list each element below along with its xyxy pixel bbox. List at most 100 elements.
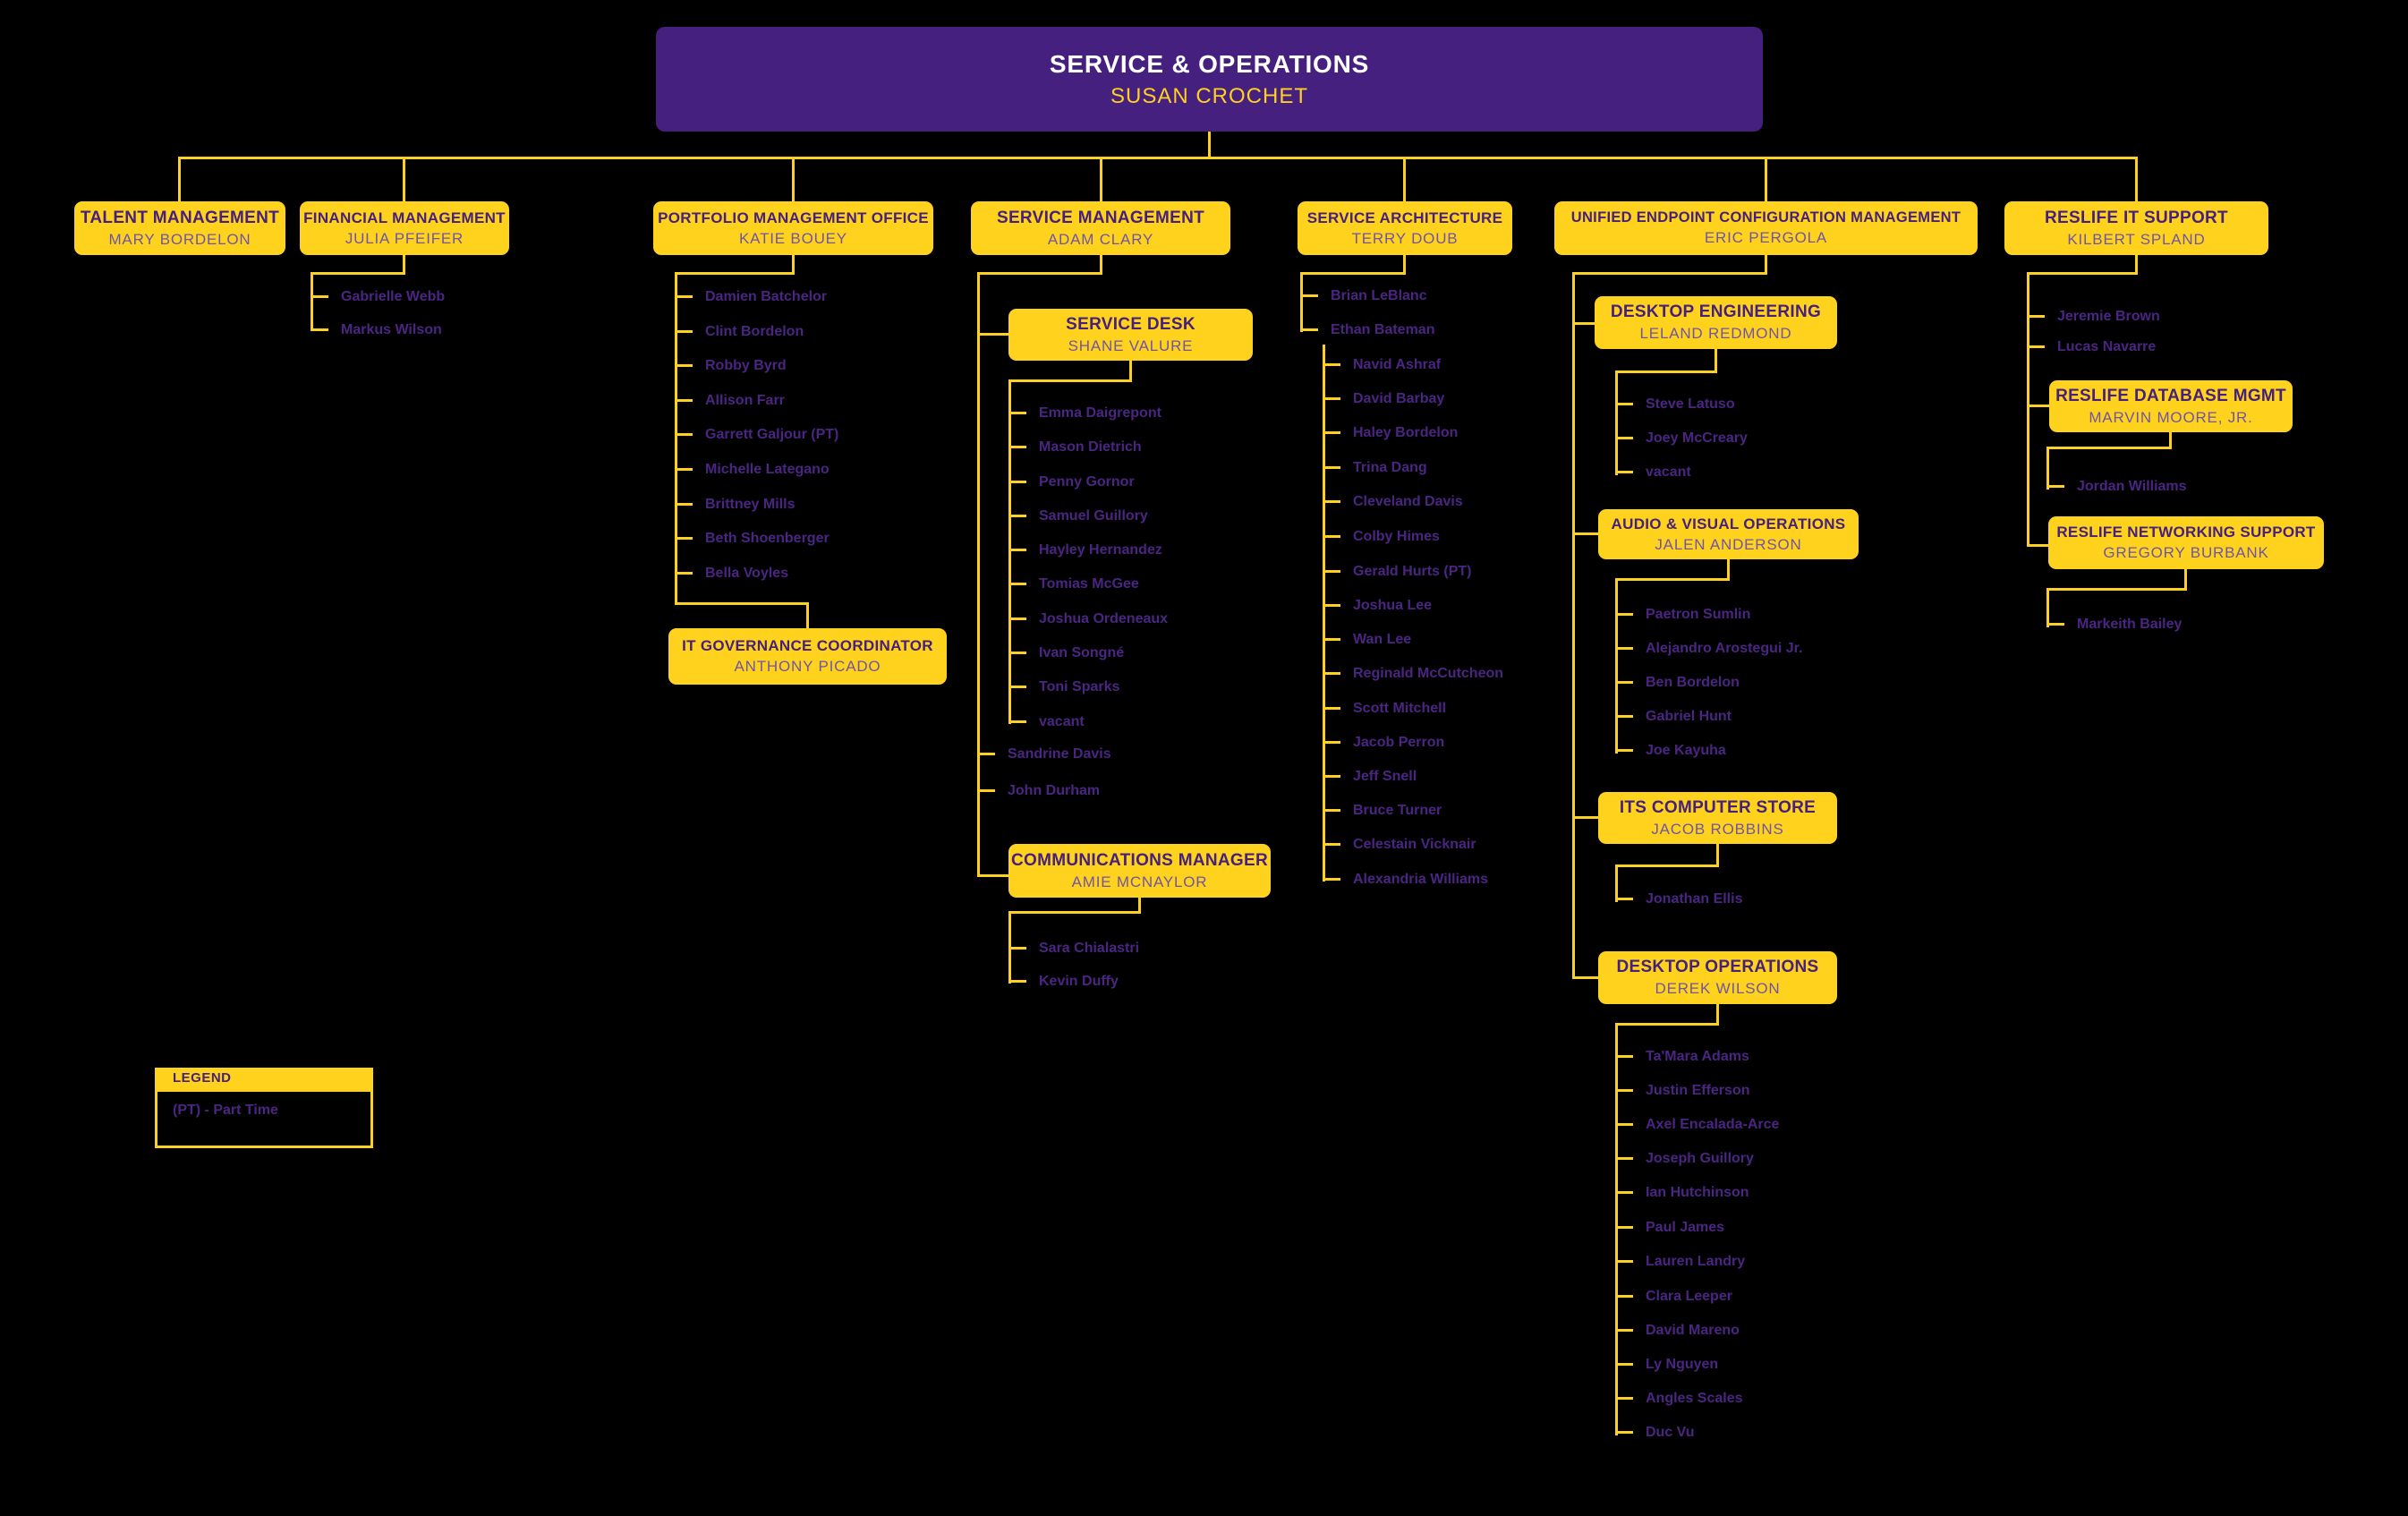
connector-line: [806, 602, 809, 628]
member-name: Kevin Duffy: [1008, 972, 1119, 992]
connector-line: [1727, 559, 1730, 581]
member-name: Justin Efferson: [1615, 1081, 1749, 1101]
dept-title: SERVICE MANAGEMENT: [996, 208, 1205, 227]
member-name: Joey McCreary: [1615, 429, 1748, 448]
connector-line: [1572, 532, 1598, 535]
member-name: Jacob Perron: [1323, 733, 1444, 753]
member-name: Wan Lee: [1323, 630, 1411, 650]
dept-title: AUDIO & VISUAL OPERATIONS: [1611, 515, 1846, 532]
connector-drop: [1403, 157, 1406, 201]
dept-title: DESKTOP OPERATIONS: [1616, 958, 1819, 976]
dept-manager-name: TERRY DOUB: [1351, 229, 1459, 247]
connector-line: [311, 272, 313, 331]
dept-title: FINANCIAL MANAGEMENT: [303, 209, 506, 226]
connector-line: [1300, 272, 1303, 332]
connector-line: [977, 874, 1008, 877]
member-name: Sara Chialastri: [1008, 939, 1139, 958]
member-name: Markeith Bailey: [2046, 615, 2182, 635]
member-name: Jeremie Brown: [2027, 307, 2160, 327]
connector-line: [792, 255, 795, 275]
connector-drop: [792, 157, 795, 201]
dept-box-audio-visual-operations: AUDIO & VISUAL OPERATIONS JALEN ANDERSON: [1598, 509, 1859, 559]
member-name: Steve Latuso: [1615, 395, 1735, 414]
member-name: Sandrine Davis: [977, 745, 1111, 764]
connector-line: [1572, 272, 1575, 979]
member-name: Ethan Bateman: [1300, 320, 1434, 340]
member-name: Clara Leeper: [1615, 1287, 1732, 1307]
connector-line: [1008, 379, 1011, 724]
connector-line: [1008, 379, 1132, 382]
dept-title: TALENT MANAGEMENT: [80, 208, 280, 227]
dept-title: PORTFOLIO MANAGEMENT OFFICE: [658, 209, 929, 226]
connector-line: [2046, 588, 2049, 627]
dept-box-its-computer-store: ITS COMPUTER STORE JACOB ROBBINS: [1598, 792, 1837, 844]
connector-line: [1615, 1023, 1618, 1435]
connector-line: [1008, 911, 1141, 914]
member-name: Brian LeBlanc: [1300, 286, 1427, 306]
legend-header: LEGEND: [155, 1068, 373, 1089]
member-name: Hayley Hernandez: [1008, 541, 1162, 560]
dept-box-communications-manager: COMMUNICATIONS MANAGER AMIE MCNAYLOR: [1008, 844, 1271, 898]
member-name: Markus Wilson: [311, 320, 442, 340]
member-name: Joshua Lee: [1323, 596, 1432, 616]
connector-line: [2046, 447, 2172, 449]
connector-line: [1572, 976, 1598, 979]
dept-box-reslife-database-mgmt: RESLIFE DATABASE MGMT MARVIN MOORE, JR.: [2049, 380, 2293, 432]
connector-drop: [178, 157, 181, 201]
dept-manager-name: SHANE VALURE: [1068, 336, 1194, 354]
member-name: Duc Vu: [1615, 1423, 1695, 1443]
connector-line: [2169, 432, 2172, 449]
dept-manager-name: JULIA PFEIFER: [345, 229, 464, 247]
member-name: Garrett Galjour (PT): [675, 425, 838, 445]
connector-line: [2027, 405, 2049, 407]
connector-line: [977, 272, 980, 877]
connector-line: [977, 272, 1102, 275]
dept-title: ITS COMPUTER STORE: [1619, 797, 1817, 817]
dept-title: UNIFIED ENDPOINT CONFIGURATION MANAGEMEN…: [1570, 209, 1961, 226]
dept-box-financial-management: FINANCIAL MANAGEMENT JULIA PFEIFER: [300, 201, 509, 255]
member-name: Emma Daigrepont: [1008, 404, 1161, 423]
connector-line: [1716, 1004, 1719, 1026]
connector-line: [1138, 898, 1141, 914]
dept-title: RESLIFE NETWORKING SUPPORT: [2056, 524, 2316, 541]
dept-manager-name: KILBERT SPLAND: [2067, 230, 2206, 248]
member-name: John Durham: [977, 781, 1100, 801]
dept-box-service-management: SERVICE MANAGEMENT ADAM CLARY: [971, 201, 1230, 255]
member-name: Joshua Ordeneaux: [1008, 609, 1168, 629]
dept-title: SERVICE ARCHITECTURE: [1306, 209, 1503, 226]
member-name: Colby Himes: [1323, 527, 1440, 547]
member-name: Haley Bordelon: [1323, 423, 1458, 443]
connector-line: [1715, 349, 1717, 373]
dept-manager-name: MARVIN MOORE, JR.: [2089, 408, 2253, 426]
dept-manager-name: ADAM CLARY: [1047, 230, 1154, 248]
member-name: Scott Mitchell: [1323, 699, 1446, 719]
connector-drop: [1765, 157, 1767, 201]
dept-box-service-desk: SERVICE DESK SHANE VALURE: [1008, 309, 1253, 361]
member-name: Ivan Songné: [1008, 643, 1124, 663]
connector-drop: [403, 157, 405, 201]
connector-root-drop: [1208, 132, 1211, 157]
member-name: Jeff Snell: [1323, 767, 1417, 787]
connector-line: [1572, 322, 1595, 325]
dept-title: DESKTOP ENGINEERING: [1610, 302, 1822, 321]
connector-line: [675, 272, 677, 605]
connector-drop: [1100, 157, 1102, 201]
member-name: Gerald Hurts (PT): [1323, 562, 1471, 582]
connector-drop: [2135, 157, 2138, 201]
member-name: Ian Hutchinson: [1615, 1183, 1749, 1203]
connector-line: [1615, 370, 1717, 373]
member-name: Ly Nguyen: [1615, 1355, 1718, 1375]
dept-box-portfolio-management-office: PORTFOLIO MANAGEMENT OFFICE KATIE BOUEY: [653, 201, 933, 255]
member-name: Trina Dang: [1323, 458, 1427, 478]
member-name: vacant: [1008, 712, 1085, 732]
connector-rail: [178, 157, 2138, 159]
dept-manager-name: ANTHONY PICADO: [734, 658, 881, 675]
connector-line: [1100, 255, 1102, 275]
member-name: Toni Sparks: [1008, 677, 1119, 697]
dept-manager-name: AMIE MCNAYLOR: [1071, 873, 1208, 890]
dept-box-it-governance-coordinator: IT GOVERNANCE COORDINATOR ANTHONY PICADO: [668, 628, 947, 685]
connector-line: [977, 333, 1008, 336]
member-name: Jordan Williams: [2046, 477, 2187, 497]
member-name: Clint Bordelon: [675, 322, 804, 342]
